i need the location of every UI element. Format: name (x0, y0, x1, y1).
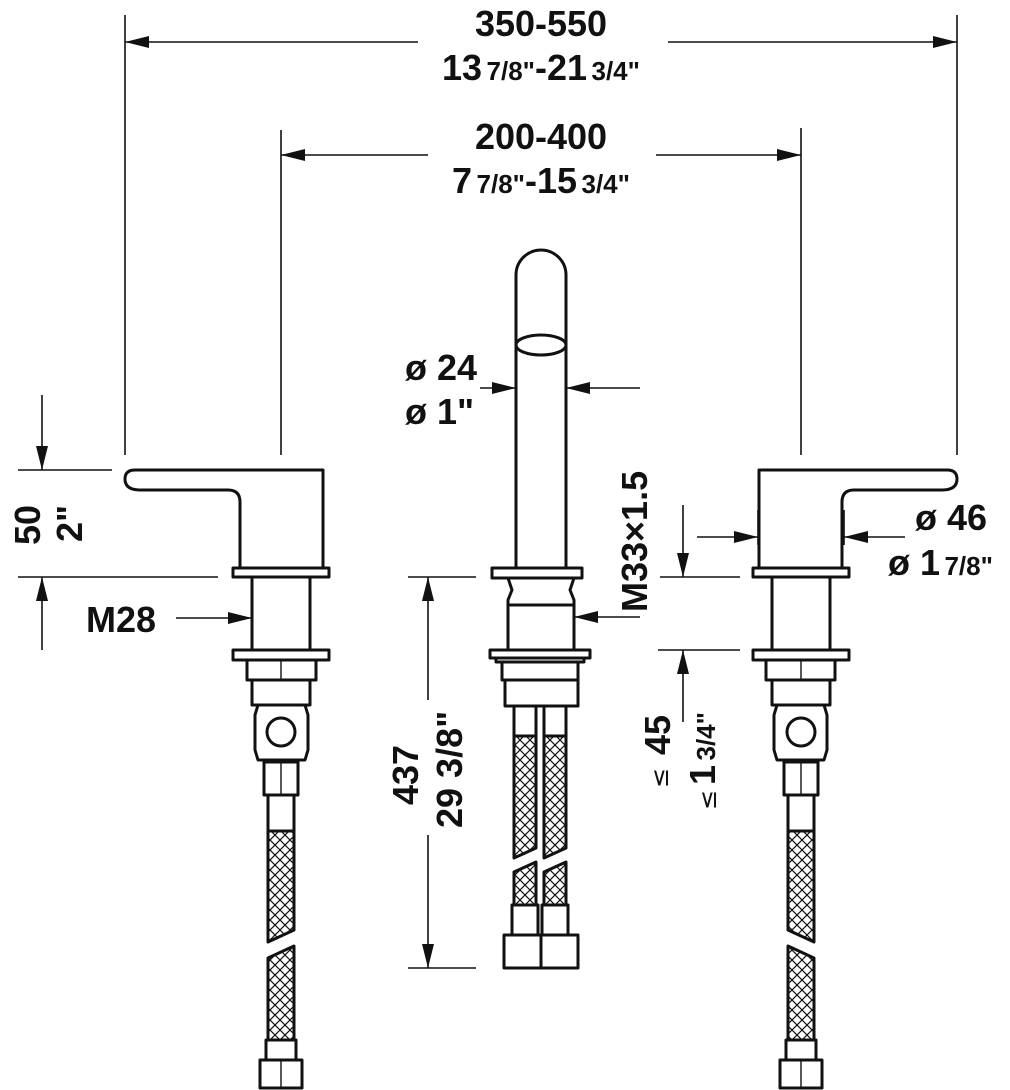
handle-diameter-in: ø 1 7/8" (888, 542, 993, 583)
deck-thickness-mm: 45 (637, 715, 678, 755)
hose-length-in: 29 3/8" (429, 711, 470, 828)
spout (488, 248, 592, 970)
dimension-spout-thread: M33×1.5 (574, 471, 655, 623)
dimension-handle-spacing: 200-400 7 7/8"-15 3/4" (281, 116, 801, 201)
extension-lines (18, 15, 958, 969)
hose-length-mm: 437 (385, 745, 426, 805)
handle-height-in: 2" (49, 505, 90, 542)
overall-width-mm: 350-550 (475, 3, 607, 44)
less-equal-symbol: ≤ (646, 768, 674, 788)
dimension-overall-width: 350-550 13 7/8"-21 3/4" (125, 3, 957, 88)
handle-spacing-in: 7 7/8"-15 3/4" (452, 160, 630, 201)
valve-thread-label: M28 (86, 599, 156, 640)
handle-diameter-mm: ø 46 (915, 497, 987, 538)
deck-thickness-in: 1 3/4" (682, 712, 723, 785)
dimension-handle-height: 50 2" (7, 395, 90, 650)
spout-diameter-in: ø 1" (405, 391, 474, 432)
dimension-hose-length: 437 29 3/8" (385, 577, 470, 968)
handle-height-mm: 50 (7, 505, 48, 545)
spout-diameter-mm: ø 24 (405, 347, 477, 388)
dimension-handle-diameter: ø 46 ø 1 7/8" (697, 497, 993, 583)
less-equal-symbol: ≤ (694, 790, 722, 810)
dimension-valve-thread: M28 (86, 599, 252, 640)
handle-spacing-mm: 200-400 (475, 116, 607, 157)
dimension-spout-diameter: ø 24 ø 1" (405, 347, 640, 432)
left-valve (123, 468, 331, 1090)
dimension-deck-thickness: 45 1 3/4" ≤ ≤ (637, 505, 723, 810)
overall-width-in: 13 7/8"-21 3/4" (442, 47, 640, 88)
spout-thread-label: M33×1.5 (614, 471, 655, 612)
